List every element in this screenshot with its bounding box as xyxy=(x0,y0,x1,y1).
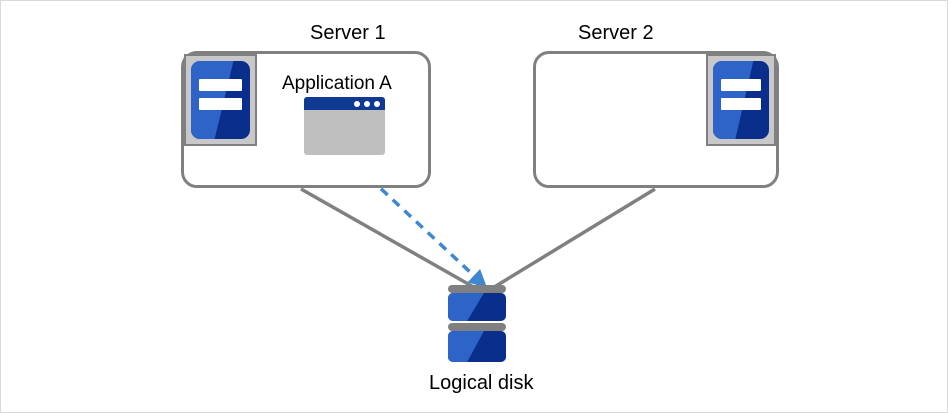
window-dot-icon xyxy=(374,100,380,107)
window-dot-icon xyxy=(364,100,370,107)
connector-server2-to-disk xyxy=(490,187,656,291)
window-dot-icon xyxy=(354,100,360,107)
server-icon-slot-1 xyxy=(720,78,762,91)
server1-server-icon xyxy=(184,54,257,146)
disk-plate-middle xyxy=(448,323,506,331)
application-window-titlebar xyxy=(304,97,385,110)
logical-disk-label: Logical disk xyxy=(429,372,534,394)
disk-block-highlight xyxy=(448,331,484,362)
connector-server1-to-disk xyxy=(300,187,478,291)
server2-title: Server 2 xyxy=(578,22,654,44)
disk-block-lower xyxy=(448,331,506,362)
application-a-label: Application A xyxy=(282,73,392,94)
application-window-icon xyxy=(304,97,385,155)
disk-block-upper xyxy=(448,293,506,321)
logical-disk-icon[interactable] xyxy=(448,285,506,365)
server-icon-body xyxy=(191,61,250,139)
disk-block-highlight xyxy=(448,293,484,321)
disk-plate-top xyxy=(448,285,506,293)
server-icon-body xyxy=(713,61,769,139)
server-icon-slot-2 xyxy=(199,98,242,111)
server2-server-icon xyxy=(706,54,776,146)
server1-title: Server 1 xyxy=(310,22,386,44)
server-icon-slot-1 xyxy=(199,78,242,91)
server-icon-slot-2 xyxy=(720,98,762,111)
